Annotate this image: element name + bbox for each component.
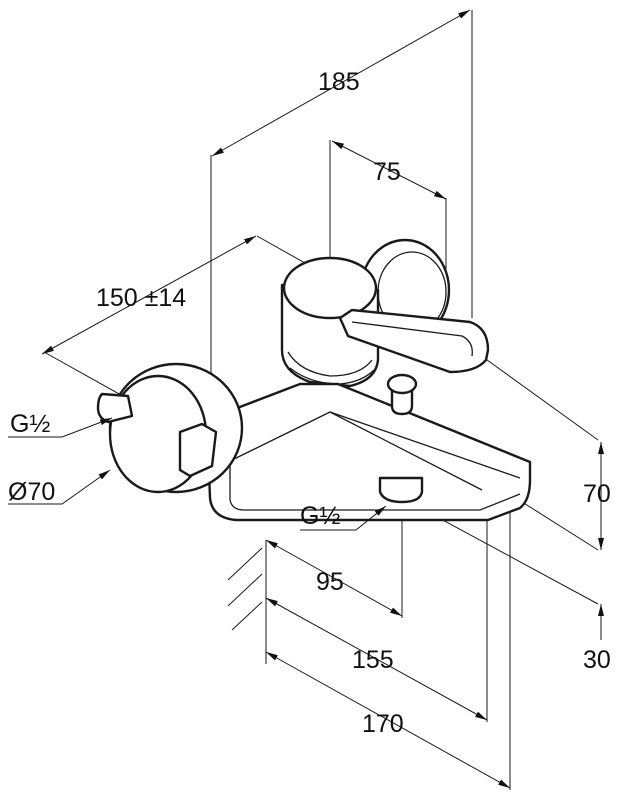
inlet-pipe (96, 392, 134, 424)
dimension-labels: 185 75 150 ±14 70 30 95 155 170 G½ Ø70 G… (8, 68, 611, 738)
outlet-thread-label: G½ (300, 502, 340, 530)
dim-75-line (331, 140, 447, 200)
dim-185-label: 185 (318, 68, 360, 96)
wall-hatch (227, 540, 267, 664)
dim-95-label: 95 (316, 568, 344, 596)
spout (206, 382, 532, 522)
outlet-nozzle (378, 476, 424, 504)
dim-170-line (265, 651, 511, 789)
callout-leaders (8, 417, 387, 531)
connector-nut (178, 422, 218, 478)
dim-150-label: 150 ±14 (96, 284, 186, 312)
dim-75-label: 75 (373, 158, 401, 186)
dim-185-line (211, 9, 471, 157)
rosette-diameter-label: Ø70 (8, 478, 55, 506)
dimension-lines (41, 9, 604, 789)
dim-155-label: 155 (352, 646, 394, 674)
dim-30-label: 30 (583, 646, 611, 674)
dim-70-label: 70 (583, 480, 611, 508)
inlet-thread-label: G½ (10, 410, 50, 438)
top-cap (282, 256, 378, 320)
faucet-body (96, 238, 532, 522)
dim-170-label: 170 (362, 710, 404, 738)
dim-150-line (41, 235, 257, 355)
